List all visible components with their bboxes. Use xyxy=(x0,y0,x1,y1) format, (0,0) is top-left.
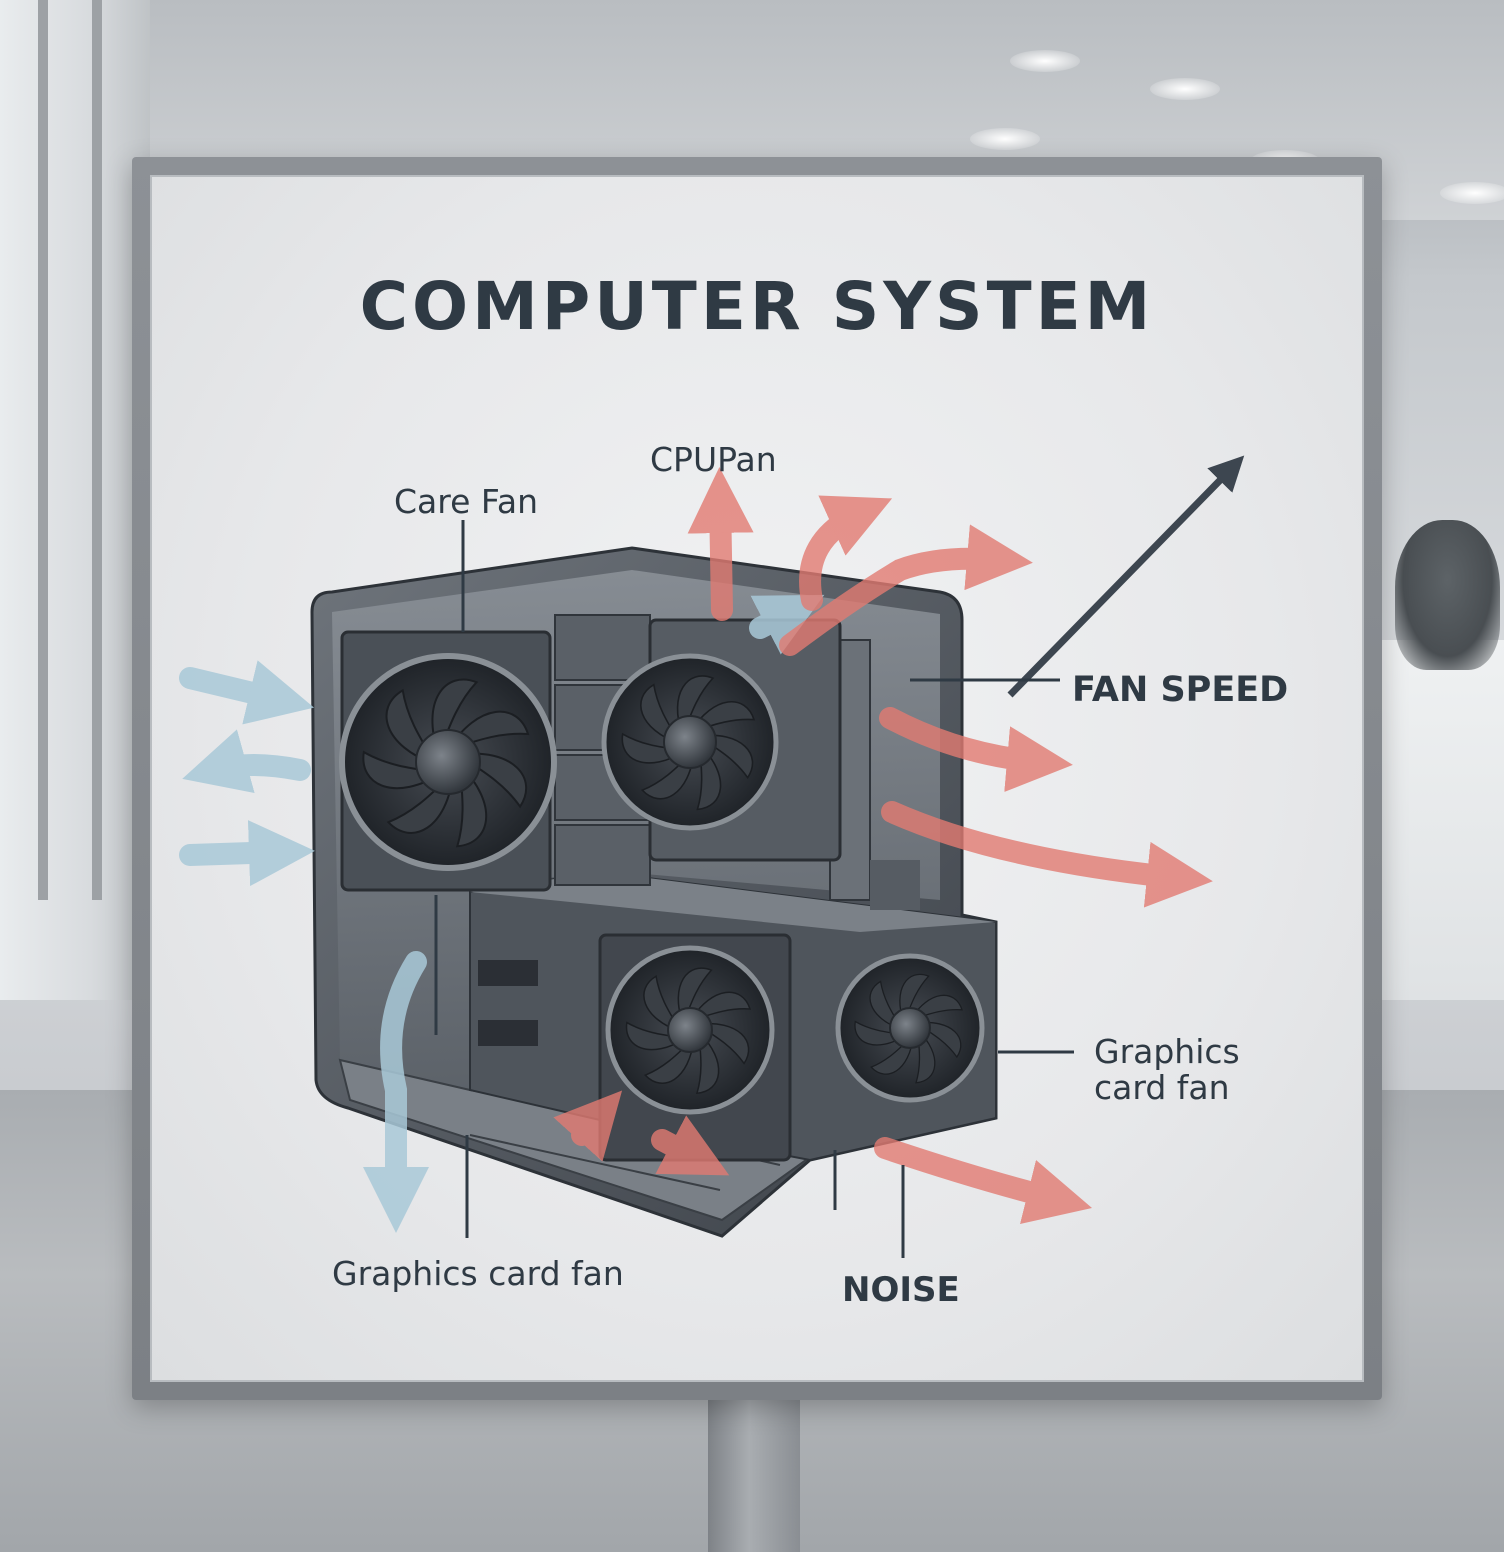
arrow-icon xyxy=(687,467,754,621)
sign-title: COMPUTER SYSTEM xyxy=(359,268,1155,345)
arrow-icon xyxy=(179,660,315,725)
arrow-icon xyxy=(1007,455,1245,698)
plant xyxy=(1395,520,1500,670)
arrow-icon xyxy=(651,1115,730,1176)
fan-icon xyxy=(339,630,557,892)
label-graphics-card-fan-bottom: Graphics card fan xyxy=(332,1254,624,1293)
ceiling-light xyxy=(1150,78,1220,100)
hot-airflow-arrows xyxy=(553,467,1213,1225)
arrow-icon xyxy=(363,951,429,1233)
arrow-icon xyxy=(779,524,1033,656)
window-mullion xyxy=(92,0,102,900)
fan-icon xyxy=(598,933,792,1162)
fan-icon xyxy=(601,618,842,862)
label-fan-speed: FAN SPEED xyxy=(1072,670,1289,710)
arrow-icon xyxy=(799,495,893,611)
arrow-icon xyxy=(182,729,311,793)
label-case-fan: Care Fan xyxy=(394,482,538,521)
cool-airflow-arrows xyxy=(179,594,825,1233)
arrow-icon xyxy=(553,1090,623,1162)
arrow-icon xyxy=(874,1137,1093,1225)
ceiling-light xyxy=(1440,182,1504,204)
label-line: Graphics xyxy=(1094,1032,1240,1071)
label-noise: NOISE xyxy=(842,1270,960,1310)
arrow-icon xyxy=(881,801,1213,908)
window xyxy=(0,0,150,1000)
ceiling-light xyxy=(1010,50,1080,72)
arrow-icon xyxy=(879,707,1073,792)
arrow-icon xyxy=(749,594,825,655)
window-mullion xyxy=(38,0,48,900)
label-graphics-card-fan-right: Graphics card fan xyxy=(1094,1034,1240,1106)
label-line: card fan xyxy=(1094,1068,1230,1107)
label-cpu-fan: CPUPan xyxy=(650,440,777,479)
ceiling-light xyxy=(970,128,1040,150)
reception-desk xyxy=(1380,640,1504,1000)
arrow-icon xyxy=(179,820,315,887)
sign-post xyxy=(708,1395,800,1552)
fan-icon xyxy=(835,953,985,1103)
leader-lines xyxy=(434,520,1074,1258)
